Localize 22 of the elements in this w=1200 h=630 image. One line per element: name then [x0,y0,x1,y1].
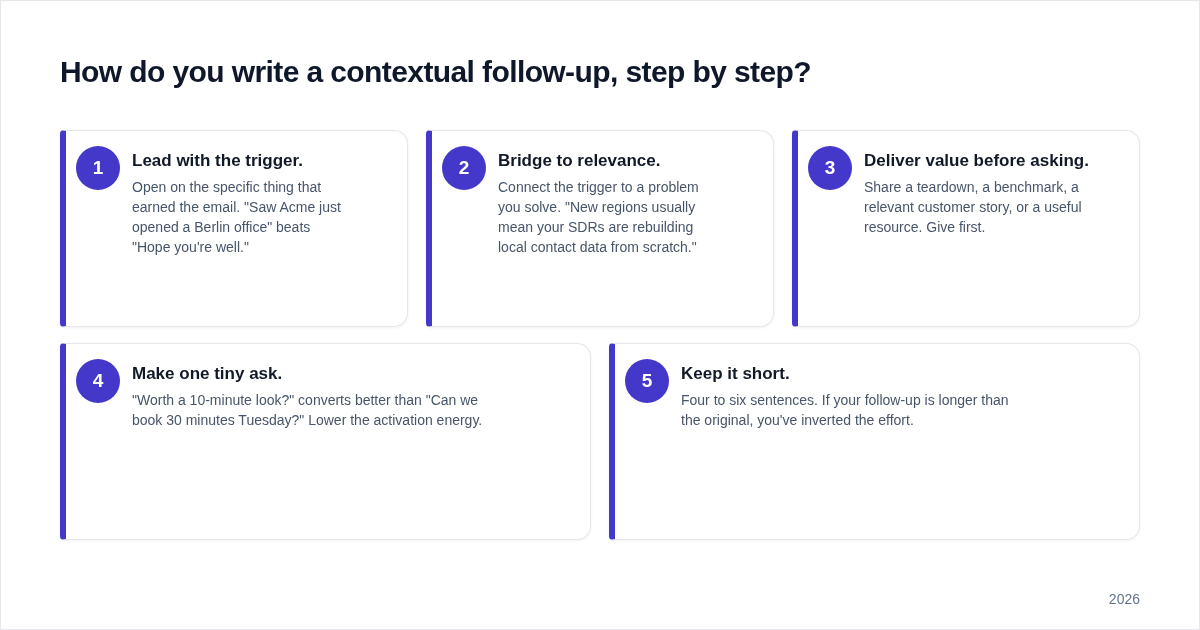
step-heading: Lead with the trigger. [132,151,303,171]
step-description: Four to six sentences. If your follow-up is longer than the original, you've inverted the effort. [681,391,1010,430]
step-heading: Make one tiny ask. [132,364,283,384]
step-number-circle: 2 [442,146,486,190]
step-heading: Keep it short. [681,364,790,384]
step-number-circle: 5 [625,359,669,403]
step-card [60,343,591,540]
year-label: 2026 [1108,591,1140,607]
step-heading: Bridge to relevance. [498,151,661,171]
step-card [792,130,1140,327]
step-number-circle: 4 [76,359,120,403]
step-heading: Deliver value before asking. [864,151,1089,171]
title: How do you write a contextual follow-up, step by step? [60,55,811,89]
step-card [426,130,774,327]
step-card [60,130,408,327]
step-description: Open on the specific thing that earned the email. "Saw Acme just opened a Berlin office" beats "Hope you're well." [132,178,342,257]
step-description: Share a teardown, a benchmark, a relevant customer story, or a useful resource. Give first. [864,178,1083,237]
step-number-circle: 1 [76,146,120,190]
step-description: "Worth a 10-minute look?" converts better than "Can we book 30 minutes Tuesday?" Lower the activation energy. [132,391,484,430]
step-description: Connect the trigger to a problem you solve. "New regions usually mean your SDRs are rebuilding local contact data from scratch." [498,178,700,257]
step-number-circle: 3 [808,146,852,190]
step-card [609,343,1140,540]
